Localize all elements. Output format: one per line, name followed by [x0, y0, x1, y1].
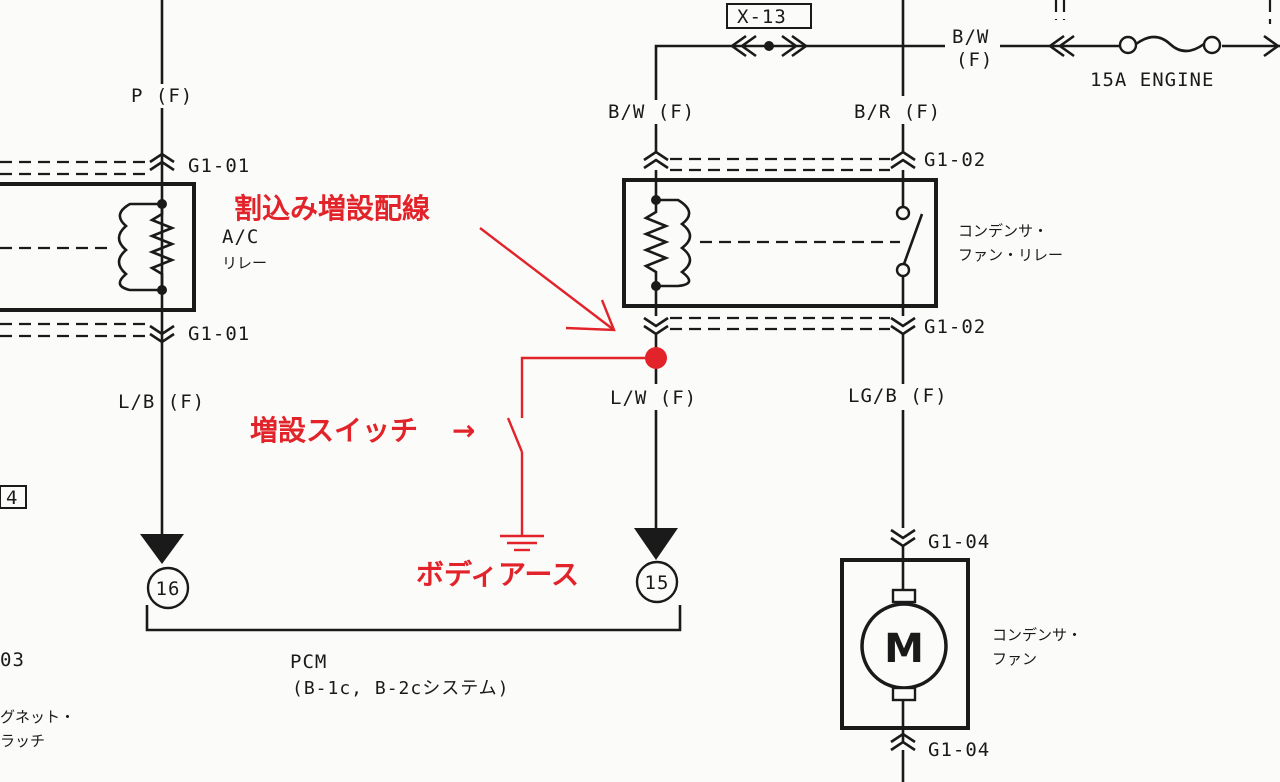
label-bw-f: B/W (F) [608, 101, 695, 123]
condenser-fan-relay-box [622, 178, 938, 308]
connector-chevron [1057, 34, 1075, 58]
label-fuse: 15A ENGINE [1090, 69, 1214, 91]
junction-dot [764, 41, 774, 51]
left-circuit: 16 P (F) G1-01 A/C リレー G1-01 L/B (F) 4 0… [0, 0, 267, 750]
pin-15: 15 [645, 572, 670, 594]
relay-coil [148, 204, 176, 290]
connector-chevron [643, 150, 669, 162]
relay-diode [117, 202, 162, 292]
connector-chevron [149, 160, 175, 172]
connector-chevron [643, 316, 669, 328]
left-ref-box [0, 485, 27, 509]
label-ac-relay-2: リレー [222, 254, 267, 272]
pin-arrow [140, 534, 184, 564]
relay-coil [642, 200, 670, 286]
label-pcm: PCM [290, 651, 327, 673]
condenser-fan-motor: G1-04 M G1-04 コンデンサ・ ファン [840, 528, 1082, 782]
x13-box [726, 3, 812, 29]
pin-arrow [634, 528, 678, 560]
fuse-element [1135, 35, 1205, 53]
wire [654, 44, 945, 100]
label-br-f: B/R (F) [854, 101, 941, 123]
connector-chevron [149, 152, 175, 164]
motor-brush [891, 588, 917, 604]
connector-chevron [643, 158, 669, 170]
ac-relay-box [0, 182, 196, 312]
added-wire [520, 356, 656, 418]
annotation-switch-arrow: → [452, 414, 475, 447]
switch-contact [895, 205, 911, 221]
connector-chevron [729, 34, 747, 58]
motor-letter: M [884, 626, 924, 672]
connector-chevron [1047, 34, 1065, 58]
label-g1-01-bottom: G1-01 [188, 323, 250, 345]
connector-chevron [890, 150, 916, 162]
label-cond-fan-relay-1: コンデンサ・ [958, 222, 1048, 240]
left-ref-num: 4 [6, 487, 18, 509]
connector-chevron [890, 732, 916, 744]
fuse-terminal [1118, 35, 1138, 55]
connector-chevron [149, 332, 175, 344]
connector-chevron [1263, 34, 1280, 58]
top-bus: X-13 15A ENGINE B/W (F) [654, 0, 1280, 100]
label-g1-02-top: G1-02 [924, 149, 986, 171]
motor-brush [891, 686, 917, 702]
connector-chevron [890, 528, 916, 540]
label-g1-04-bottom: G1-04 [928, 739, 990, 761]
annotation-added-switch: 増設スイッチ [250, 414, 418, 447]
label-lgb-f: LG/B (F) [848, 385, 948, 407]
label-pcm-system: (B-1c, B-2cシステム) [292, 678, 510, 699]
label-ac-relay-1: A/C [222, 226, 259, 248]
pin-16: 16 [156, 578, 181, 600]
connector-chevron [739, 34, 757, 58]
label-left-clutch: ラッチ [0, 732, 45, 750]
annotation-body-ground: ボディアース [416, 558, 579, 591]
relay-switch-blade [902, 213, 924, 265]
label-left-magnet: グネット・ [0, 708, 75, 726]
annotation-interrupt-wiring: 割込み増設配線 [234, 192, 430, 225]
annotation-arrow-head [565, 299, 616, 332]
fuse-terminal [1202, 35, 1222, 55]
red-annotations: 割込み増設配線 増設スイッチ → ボディアース [234, 192, 667, 591]
label-bw-top-2: (F) [956, 49, 993, 71]
label-p-f: P (F) [131, 85, 193, 107]
pcm-bracket [145, 605, 682, 632]
label-cond-fan-relay-2: ファン・リレー [958, 246, 1063, 264]
relay-diode [656, 198, 692, 288]
label-cond-fan-1: コンデンサ・ [992, 626, 1082, 644]
pin-15-circle [635, 560, 679, 604]
connector-chevron [791, 34, 809, 58]
connector-chevron [149, 324, 175, 336]
connector-chevron [890, 740, 916, 752]
label-lw-f: L/W (F) [610, 387, 697, 409]
label-l-b-f: L/B (F) [118, 391, 205, 413]
pin-16-circle [146, 566, 190, 610]
label-g1-01-top: G1-01 [188, 155, 250, 177]
fan-motor-box [840, 558, 970, 730]
label-g1-02-bottom: G1-02 [924, 316, 986, 338]
label-cond-fan-2: ファン [992, 650, 1037, 668]
label-bw-top-1: B/W [952, 26, 989, 48]
condenser-fan-relay-circuit: B/W (F) B/R (F) G1-02 コンデンサ・ ファン・リレー G1-… [608, 0, 1063, 338]
connector-chevron [781, 34, 799, 58]
connector-chevron [890, 316, 916, 328]
switch-contact [895, 262, 911, 278]
label-g1-04-top: G1-04 [928, 531, 990, 553]
added-switch-blade [506, 417, 524, 453]
label-x13: X-13 [737, 6, 787, 28]
connector-chevron [890, 158, 916, 170]
label-left-03: 03 [0, 649, 25, 671]
annotation-arrow-shaft [479, 227, 615, 331]
